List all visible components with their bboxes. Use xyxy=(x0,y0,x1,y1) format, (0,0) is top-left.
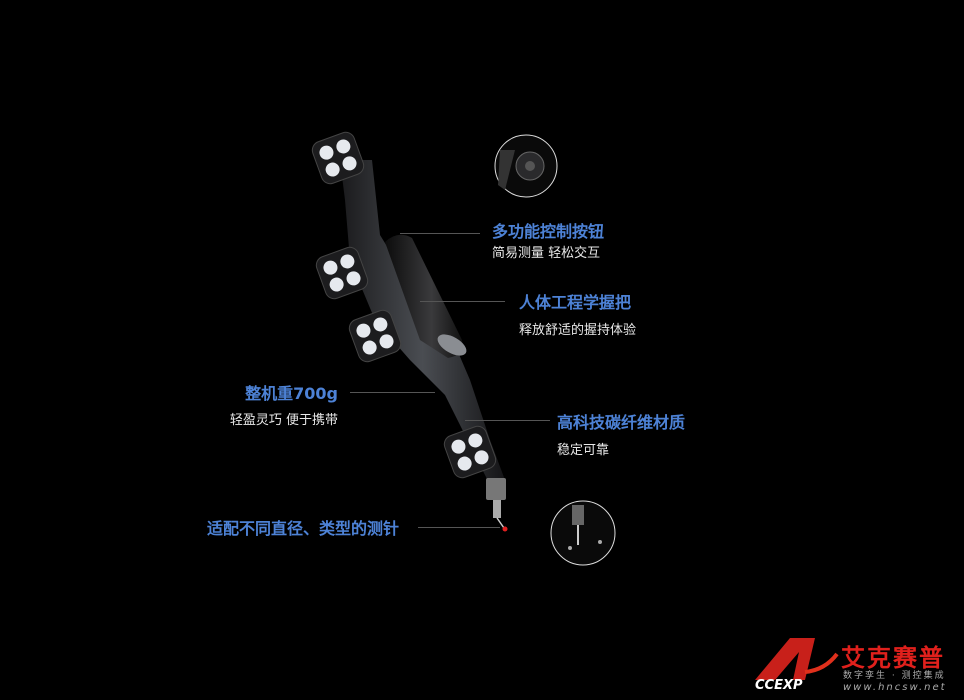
leader-line xyxy=(418,527,500,528)
leader-line xyxy=(420,301,505,302)
control-button-detail-icon xyxy=(494,134,558,198)
marker-cluster xyxy=(315,246,369,300)
leader-line xyxy=(400,233,480,234)
probe-detail-icon xyxy=(550,500,616,566)
marker-cluster xyxy=(348,309,402,363)
ccexp-logo: CCEXP 艾克赛普 数字孪生 · 测控集成 www.hncsw.net xyxy=(745,632,960,698)
leader-line xyxy=(350,392,435,393)
probe-tip-icon xyxy=(502,526,508,532)
ergonomic-grip xyxy=(385,234,467,358)
feature-subtitle-grip: 释放舒适的握持体验 xyxy=(519,323,637,338)
logo-name-cn: 艾克赛普 xyxy=(841,644,945,672)
feature-title-weight: 整机重700g xyxy=(245,384,338,403)
feature-subtitle-control-button: 简易测量 轻松交互 xyxy=(492,246,601,261)
feature-title-grip: 人体工程学握把 xyxy=(519,293,632,312)
feature-subtitle-weight: 轻盈灵巧 便于携带 xyxy=(229,413,338,428)
probe xyxy=(486,478,508,532)
feature-title-carbon-fiber: 高科技碳纤维材质 xyxy=(557,413,686,432)
logo-name-en: CCEXP xyxy=(755,678,803,693)
leader-line xyxy=(465,420,550,421)
marker-cluster xyxy=(443,425,497,479)
feature-title-control-button: 多功能控制按钮 xyxy=(492,222,605,241)
feature-subtitle-carbon-fiber: 稳定可靠 xyxy=(557,443,610,458)
logo-url: www.hncsw.net xyxy=(843,682,947,693)
feature-title-probe: 适配不同直径、类型的测针 xyxy=(207,519,400,538)
logo-mark-icon xyxy=(755,638,839,680)
logo-tagline: 数字孪生 · 测控集成 xyxy=(843,671,946,681)
marker-cluster xyxy=(311,131,365,185)
